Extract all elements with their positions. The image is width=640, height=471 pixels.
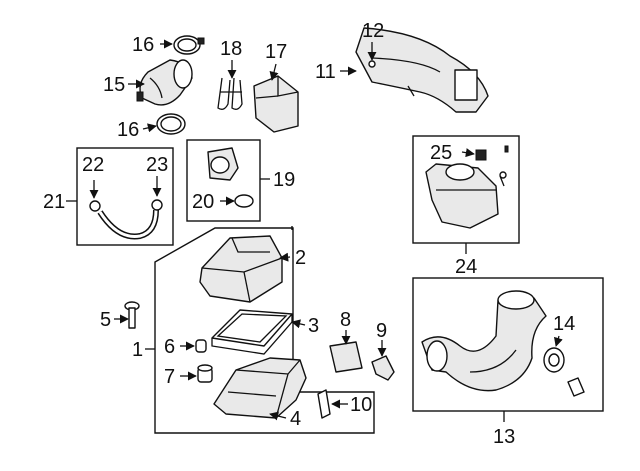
reservoir-part: [425, 145, 509, 229]
callout-5: 5: [100, 309, 111, 331]
callout-labels: 16 18 17 12 11 15 16 22 23 21 19 20 25 2…: [43, 20, 575, 448]
grommet-part: [195, 339, 207, 353]
clamp-upper-part: [173, 35, 205, 55]
callout-7: 7: [164, 366, 175, 388]
callout-24: 24: [455, 256, 477, 278]
callout-2: 2: [295, 247, 306, 269]
callout-20: 20: [192, 191, 214, 213]
air-cleaner-group-box: [154, 226, 375, 434]
callout-22: 22: [82, 154, 104, 176]
airflow-sensor-part: [207, 147, 239, 181]
filter-element-part: [211, 309, 293, 355]
maf-tube-part: [136, 59, 193, 106]
callout-19: 19: [273, 169, 295, 191]
callout-16-upper: 16: [132, 34, 154, 56]
callout-6: 6: [164, 336, 175, 358]
bolt-part: [124, 301, 140, 329]
callout-18: 18: [220, 38, 242, 60]
callout-1: 1: [132, 339, 143, 361]
sensor-group-box: [186, 139, 261, 222]
callout-9: 9: [376, 320, 387, 342]
callout-16-lower: 16: [117, 119, 139, 141]
callout-12: 12: [362, 20, 384, 42]
o-ring-part: [234, 194, 254, 208]
hose-group-box: [76, 147, 174, 246]
callout-13: 13: [493, 426, 515, 448]
resonator-part: [253, 75, 299, 133]
group-boxes: [76, 135, 604, 434]
callout-3: 3: [308, 315, 319, 337]
outlet-duct-part: [421, 290, 547, 392]
callout-8: 8: [340, 309, 351, 331]
air-cleaner-housing-part: [213, 357, 307, 419]
callout-17: 17: [265, 41, 287, 63]
callout-15: 15: [103, 74, 125, 96]
callout-11: 11: [315, 61, 336, 83]
air-cleaner-cover-part: [199, 235, 283, 303]
intake-duct-part: [355, 27, 489, 113]
outlet-duct-group-box: [412, 277, 604, 412]
plug-part: [543, 347, 585, 397]
vacuum-hose-part: [89, 199, 163, 240]
callout-4: 4: [290, 408, 301, 430]
leader-lines: [66, 39, 563, 422]
callout-23: 23: [146, 154, 168, 176]
clip-part: [217, 77, 243, 110]
pad-part: [329, 341, 363, 373]
clamp-lower-part: [156, 113, 186, 135]
callout-25: 25: [430, 142, 452, 164]
retainer-clip-part: [317, 389, 331, 419]
insulator-part: [197, 364, 213, 383]
callout-14: 14: [553, 313, 575, 335]
bracket-part: [371, 355, 395, 381]
callout-21: 21: [43, 191, 65, 213]
callout-10: 10: [350, 394, 372, 416]
